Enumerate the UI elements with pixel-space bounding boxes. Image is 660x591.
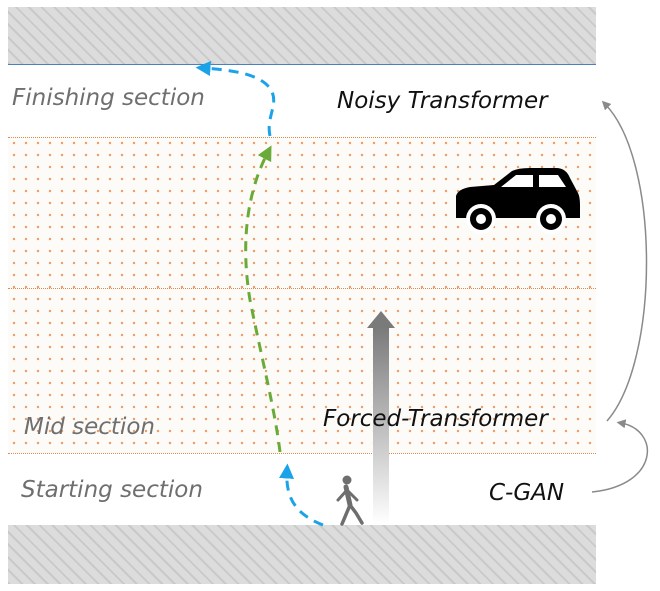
connector-forced-to-noisy xyxy=(601,100,648,422)
road-center-line xyxy=(8,288,596,289)
top-sidewalk xyxy=(8,7,596,64)
finishing-section-label: Finishing section xyxy=(12,85,205,111)
green-trajectory xyxy=(244,145,282,453)
blue-trajectory-lower xyxy=(279,463,324,527)
bottom-sidewalk xyxy=(8,525,596,584)
cgan-label: C-GAN xyxy=(489,480,565,506)
road-bottom-edge xyxy=(8,453,596,454)
pedestrian-icon xyxy=(336,475,364,526)
road-top-edge xyxy=(8,137,596,138)
connector-cgan-to-forced xyxy=(591,419,648,493)
noisy-transformer-label: Noisy Transformer xyxy=(337,88,548,114)
blue-trajectory-upper xyxy=(195,61,276,137)
top-boundary-line xyxy=(8,64,596,65)
upward-motion-arrow xyxy=(367,311,395,524)
starting-section-label: Starting section xyxy=(21,477,203,503)
forced-transformer-label: Forced-Transformer xyxy=(323,406,548,432)
car-icon xyxy=(456,168,580,234)
mid-section-label: Mid section xyxy=(24,414,155,440)
